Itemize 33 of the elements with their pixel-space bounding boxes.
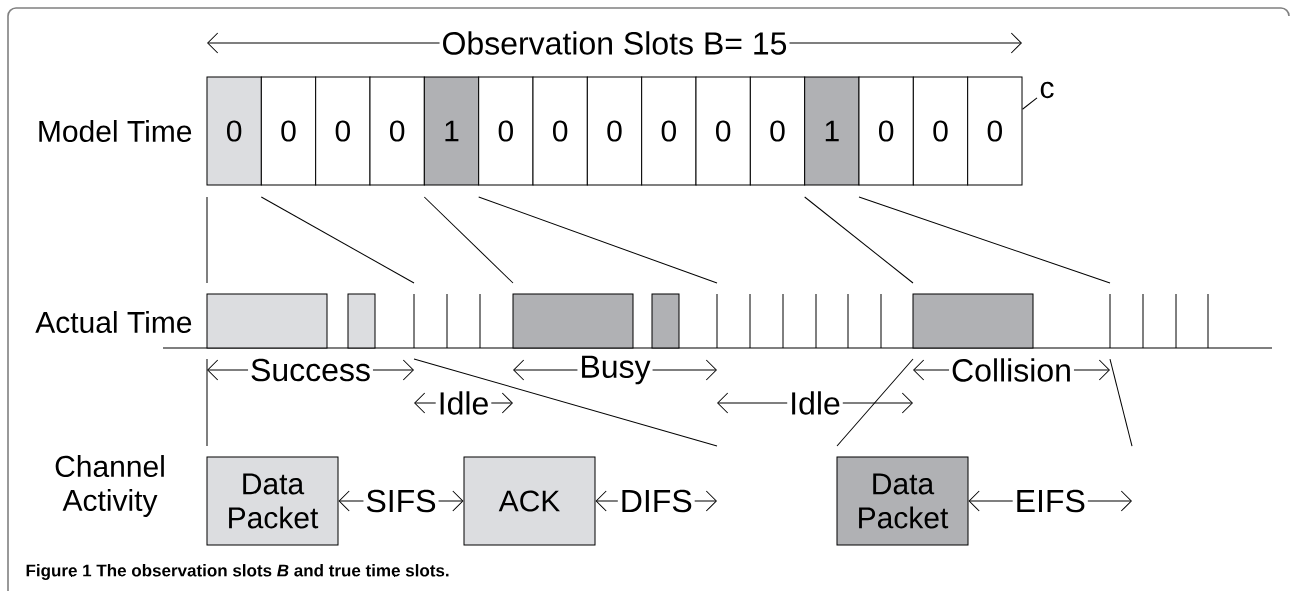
packet-box: ACK [463, 456, 596, 546]
dimension-label: Observation Slots B= 15 [439, 29, 790, 57]
row-label: Actual Time [35, 311, 192, 333]
slot-cell: 1 [804, 76, 860, 186]
slot-cell: 0 [206, 76, 262, 186]
slot-cell: 0 [695, 76, 751, 186]
slot-cell: 0 [369, 76, 425, 186]
dimension-label: Idle [435, 389, 492, 417]
edge-label: DIFS [617, 487, 695, 515]
dimension-label: Collision [949, 356, 1074, 384]
slot-cell: 1 [423, 76, 480, 186]
slot-cell: 0 [858, 76, 914, 186]
slot-cell: 0 [912, 76, 969, 186]
row-label: Channel Activity [55, 455, 164, 517]
slot-cell: 0 [260, 76, 317, 186]
dimension-label: Busy [577, 353, 653, 387]
slot-cell: 0 [641, 76, 697, 186]
row-label: Model Time [39, 120, 192, 142]
slot-cell: 0 [749, 76, 806, 186]
dimension-label: Idle [787, 389, 843, 417]
figure-caption: Figure 1 The observation slots B and true time slots. [26, 564, 449, 580]
slot-cell: 0 [478, 76, 534, 186]
packet-box: Data Packet [836, 456, 969, 546]
edge-label: SIFS [363, 487, 439, 515]
slot-cell: 0 [532, 76, 588, 186]
dimension-label: Success [248, 356, 373, 384]
callout-letter: c [1040, 81, 1054, 99]
edge-label: EIFS [1012, 487, 1088, 515]
slot-cell: 0 [315, 76, 371, 186]
slot-cell: 0 [586, 76, 643, 186]
leader-line [1022, 97, 1038, 110]
packet-box: Data Packet [206, 456, 339, 546]
slot-cell: 0 [967, 76, 1023, 186]
